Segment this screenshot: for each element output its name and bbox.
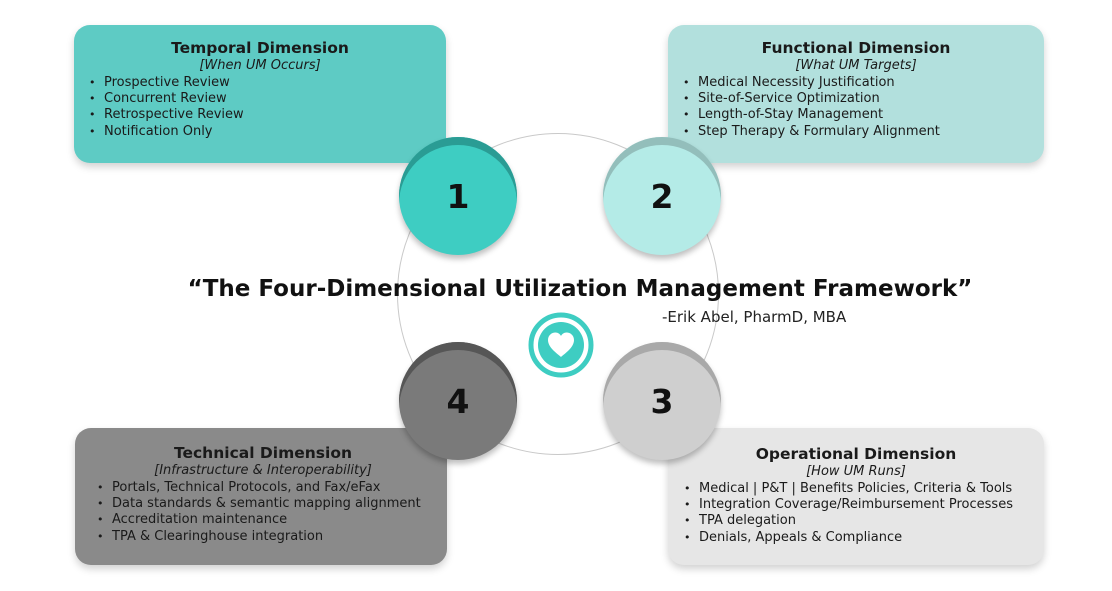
list-item: Step Therapy & Formulary Alignment xyxy=(681,124,1032,140)
list-item: Concurrent Review xyxy=(87,91,434,107)
card-subtitle: [How UM Runs] xyxy=(806,464,906,479)
operational-dimension-card: Operational Dimension [How UM Runs] Medi… xyxy=(668,428,1044,565)
list-item: Portals, Technical Protocols, and Fax/eF… xyxy=(95,480,435,496)
card-title: Temporal Dimension xyxy=(171,39,349,57)
list-item: Notification Only xyxy=(87,124,434,140)
list-item: Integration Coverage/Reimbursement Proce… xyxy=(682,497,1032,513)
list-item: Medical | P&T | Benefits Policies, Crite… xyxy=(682,481,1032,497)
card-title: Technical Dimension xyxy=(173,444,353,462)
framework-author: -Erik Abel, PharmD, MBA xyxy=(662,308,847,326)
card-subtitle: [When UM Occurs] xyxy=(199,58,321,73)
dimension-number-4: 4 xyxy=(399,342,517,460)
dimension-number-3: 3 xyxy=(603,342,721,460)
card-list: Prospective Review Concurrent Review Ret… xyxy=(87,75,434,140)
card-list: Medical Necessity Justification Site-of-… xyxy=(681,75,1032,140)
list-item: Length-of-Stay Management xyxy=(681,107,1032,123)
dimension-number-1: 1 xyxy=(399,137,517,255)
list-item: TPA & Clearinghouse integration xyxy=(95,529,435,545)
card-subtitle: [What UM Targets] xyxy=(795,58,917,73)
list-item: Accreditation maintenance xyxy=(95,512,435,528)
framework-ring xyxy=(397,133,719,455)
list-item: Prospective Review xyxy=(87,75,434,91)
technical-dimension-card: Technical Dimension [Infrastructure & In… xyxy=(75,428,447,565)
list-item: Medical Necessity Justification xyxy=(681,75,1032,91)
list-item: Retrospective Review xyxy=(87,107,434,123)
functional-dimension-card: Functional Dimension [What UM Targets] M… xyxy=(668,25,1044,163)
card-list: Medical | P&T | Benefits Policies, Crite… xyxy=(682,481,1032,546)
card-list: Portals, Technical Protocols, and Fax/eF… xyxy=(95,480,435,545)
card-title: Functional Dimension xyxy=(761,39,951,57)
list-item: TPA delegation xyxy=(682,513,1032,529)
temporal-dimension-card: Temporal Dimension [When UM Occurs] Pros… xyxy=(74,25,446,163)
heart-icon xyxy=(528,312,594,378)
dimension-number-2: 2 xyxy=(603,137,721,255)
framework-title: “The Four-Dimensional Utilization Manage… xyxy=(187,276,973,302)
list-item: Site-of-Service Optimization xyxy=(681,91,1032,107)
card-subtitle: [Infrastructure & Interoperability] xyxy=(154,463,372,478)
list-item: Data standards & semantic mapping alignm… xyxy=(95,496,435,512)
list-item: Denials, Appeals & Compliance xyxy=(682,530,1032,546)
card-title: Operational Dimension xyxy=(755,445,957,463)
